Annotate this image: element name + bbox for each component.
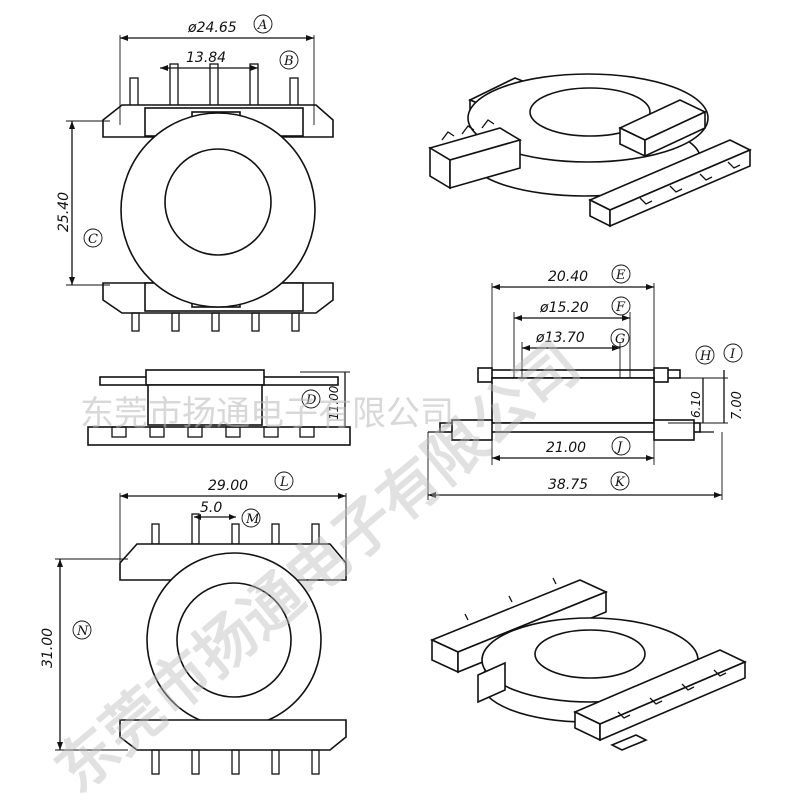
dimension-b-value: 13.84 — [186, 50, 226, 66]
dimension-k-value: 38.75 — [548, 477, 588, 493]
dimension-i-letter: I — [729, 347, 736, 362]
dimension-a-letter: A — [257, 18, 267, 33]
dimension-h-letter: H — [699, 349, 712, 364]
dimension-b-letter: B — [283, 54, 294, 69]
watermark-horizontal: 东莞市扬通电子有限公司 — [80, 394, 454, 434]
dimension-c-letter: C — [88, 232, 98, 247]
dimension-f-value: ø15.20 — [539, 300, 589, 316]
front-view: 20.40 E ø15.20 F ø13.70 G 6.10 7.00 H I … — [427, 264, 745, 500]
dimension-h-value: 6.10 — [689, 391, 703, 418]
top-view: ø24.65 A 13.84 B 25.40 C — [56, 14, 334, 332]
side-view: 11.00 D — [87, 369, 351, 446]
dimension-m-letter: M — [245, 512, 260, 527]
dimension-c-value: 25.40 — [56, 192, 72, 232]
dimension-f-letter: F — [615, 300, 626, 315]
dimension-n-value: 31.00 — [40, 628, 56, 668]
dimension-j-letter: J — [614, 440, 623, 455]
dimension-n-letter: N — [76, 624, 89, 639]
isometric-view-top — [428, 73, 752, 228]
dimension-g-value: ø13.70 — [535, 330, 585, 346]
dimension-e-value: 20.40 — [548, 269, 588, 285]
dimension-k-letter: K — [614, 475, 626, 490]
dimension-d-letter: D — [305, 393, 317, 408]
dimension-e-letter: E — [615, 268, 626, 283]
dimension-i-value: 7.00 — [730, 391, 745, 420]
bottom-view: 29.00 L 5.0 M 31.00 N — [40, 471, 347, 775]
dimension-a-value: ø24.65 — [187, 20, 237, 36]
dimension-l-letter: L — [279, 475, 289, 490]
dimension-l-value: 29.00 — [208, 478, 248, 494]
dimension-m-value: 5.0 — [200, 500, 222, 516]
dimension-d-value: 11.00 — [327, 385, 341, 420]
dimension-g-letter: G — [615, 332, 625, 347]
dimension-j-value: 21.00 — [546, 440, 586, 456]
isometric-view-bottom — [429, 577, 747, 751]
